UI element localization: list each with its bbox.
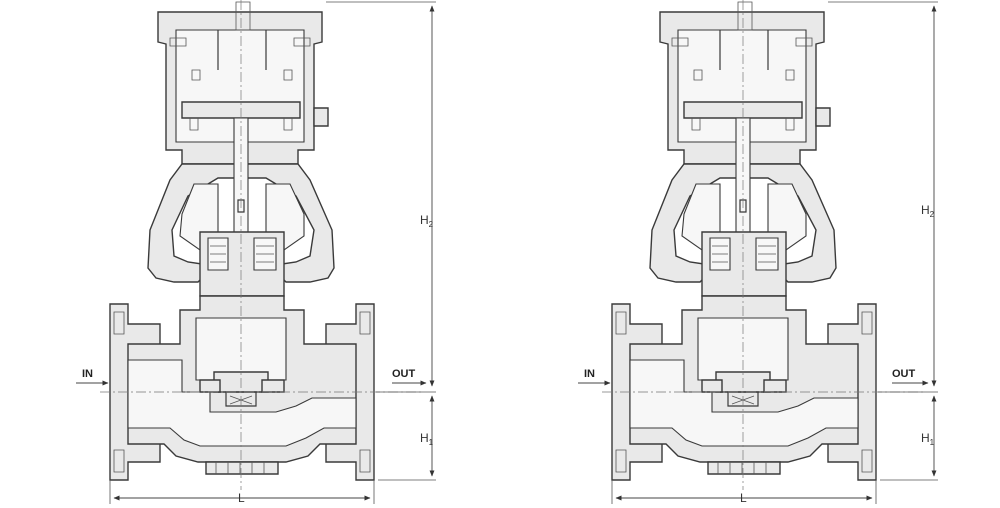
- dimension-h2-right: H2: [828, 1, 938, 387]
- valve-assembly-left: [99, 0, 423, 491]
- dimension-l-left: L: [109, 480, 375, 505]
- inlet-indicator-right: IN: [578, 368, 611, 386]
- h1-label-right: H1: [921, 431, 935, 447]
- inlet-label-left: IN: [82, 368, 93, 380]
- h1-label-main-right: H: [921, 431, 930, 445]
- inlet-label-right: IN: [584, 368, 595, 380]
- h1-label-sub-left: 1: [429, 438, 434, 447]
- h2-label-main-right: H: [921, 203, 930, 217]
- h2-label-left: H2: [420, 213, 434, 229]
- h1-label-left: H1: [420, 431, 434, 447]
- outlet-label-right: OUT: [892, 368, 916, 380]
- h2-label-sub-right: 2: [930, 210, 935, 219]
- l-label-right: L: [740, 491, 747, 505]
- h2-label-sub-left: 2: [429, 220, 434, 229]
- h1-label-main-left: H: [420, 431, 429, 445]
- valve-body-right: [601, 0, 925, 491]
- outlet-indicator-left: OUT: [392, 368, 427, 386]
- valve-body-left: [99, 0, 423, 491]
- outlet-indicator-right: OUT: [892, 368, 929, 386]
- dimension-l-right: L: [611, 480, 877, 505]
- l-label-left: L: [238, 491, 245, 505]
- h2-label-right: H2: [921, 203, 935, 219]
- dimension-h2-left: H2: [326, 1, 436, 387]
- valve-assembly-right: [601, 0, 925, 491]
- inlet-indicator-left: IN: [76, 368, 109, 386]
- dimension-h1-left: H1: [376, 391, 436, 481]
- outlet-label-left: OUT: [392, 368, 416, 380]
- dimension-h1-right: H1: [878, 391, 938, 481]
- h2-label-main-left: H: [420, 213, 429, 227]
- h1-label-sub-right: 1: [930, 438, 935, 447]
